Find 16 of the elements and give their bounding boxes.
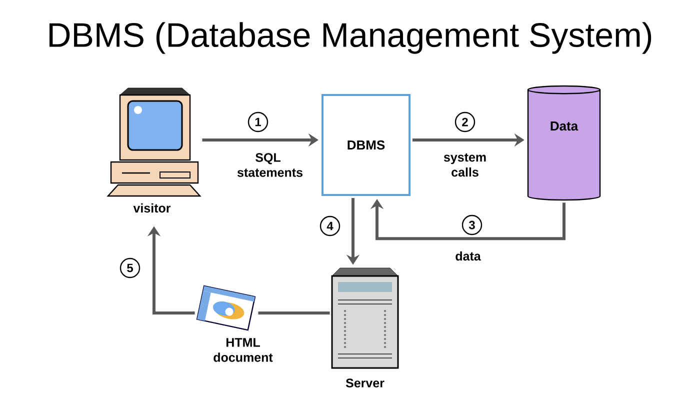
- server-drawing: [331, 268, 399, 369]
- node-label: visitor: [133, 203, 171, 213]
- edge-label: data: [456, 251, 481, 261]
- step-number: 3: [462, 214, 482, 236]
- step-number: 1: [248, 112, 268, 132]
- node-label: HTML document: [214, 338, 273, 362]
- step-number: 5: [120, 258, 140, 278]
- step-number: 4: [320, 216, 340, 236]
- process-box: DBMS: [322, 94, 410, 196]
- node-label: Server: [346, 378, 384, 388]
- database-cylinder: Data: [527, 85, 601, 201]
- edge-label: SQL statements: [237, 153, 302, 177]
- step-number: 2: [454, 112, 476, 132]
- title: DBMS (Database Management System): [50, 22, 652, 54]
- edge-label: system calls: [444, 153, 486, 177]
- document-drawing: [196, 285, 256, 331]
